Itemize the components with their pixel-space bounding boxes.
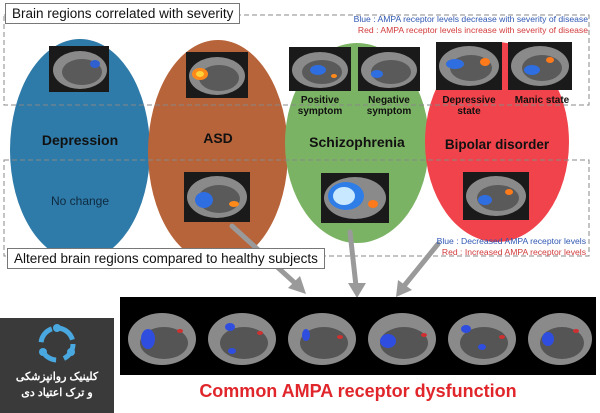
strip-scan-4 bbox=[368, 313, 436, 365]
main-conclusion-title: Common AMPA receptor dysfunction bbox=[199, 381, 517, 401]
schizo-negative-label: Negative symptom bbox=[366, 95, 412, 117]
arrow-heads bbox=[288, 276, 412, 298]
common-scan-strip bbox=[120, 297, 596, 375]
brain-scan-bipolar-manic bbox=[508, 42, 572, 90]
bipolar-oval bbox=[425, 42, 569, 242]
bipolar-manic-label: Manic state bbox=[514, 95, 570, 106]
brain-scan-bipolar-bottom bbox=[463, 172, 529, 220]
schizophrenia-title: Schizophrenia bbox=[309, 134, 405, 150]
clinic-logo: کلینیک روانپزشکی و ترک اعتیاد دی bbox=[0, 318, 114, 413]
bipolar-title: Bipolar disorder bbox=[444, 137, 550, 152]
top-legend-blue: Blue : AMPA receptor levels decrease wit… bbox=[353, 14, 588, 24]
strip-scan-6 bbox=[528, 313, 592, 365]
bipolar-depressive-label: Depressive state bbox=[442, 95, 496, 117]
brain-scan-depression bbox=[49, 46, 109, 92]
bottom-box-title: Altered brain regions compared to health… bbox=[7, 248, 325, 269]
brain-scan-bipolar-depressive bbox=[436, 42, 502, 90]
clinic-logo-emblem bbox=[38, 324, 76, 363]
asd-title: ASD bbox=[203, 130, 233, 146]
brain-scan-asd-top bbox=[186, 52, 248, 98]
depression-oval bbox=[10, 39, 150, 261]
clinic-logo-line2: و ترک اعتیاد دی bbox=[21, 387, 93, 399]
bottom-dashed-box bbox=[3, 159, 590, 257]
bottom-legend-blue: Blue : Decreased AMPA receptor levels bbox=[436, 236, 586, 246]
top-box-title: Brain regions correlated with severity bbox=[5, 3, 241, 24]
strip-scan-3 bbox=[288, 313, 356, 365]
brain-scan-schizo-positive bbox=[289, 47, 351, 91]
brain-scan-schizo-bottom bbox=[321, 173, 389, 223]
brain-scan-asd-bottom bbox=[184, 172, 250, 222]
strip-scan-2 bbox=[208, 313, 276, 365]
top-legend: Blue : AMPA receptor levels decrease wit… bbox=[354, 14, 588, 36]
brain-scan-schizo-negative bbox=[358, 47, 420, 91]
clinic-logo-line1: کلینیک روانپزشکی bbox=[15, 371, 99, 383]
scan-strip-images bbox=[128, 313, 592, 365]
depression-title: Depression bbox=[41, 132, 119, 148]
schizo-positive-label: Positive symptom bbox=[297, 95, 343, 117]
strip-scan-5 bbox=[448, 313, 516, 365]
top-legend-red: Red : AMPA receptor levels increase with… bbox=[357, 25, 588, 35]
bottom-legend-red: Red : Increased AMPA receptor levels bbox=[441, 247, 586, 257]
strip-scan-1 bbox=[128, 313, 196, 365]
depression-no-change: No change bbox=[50, 194, 110, 208]
bottom-legend: Blue : Decreased AMPA receptor levels Re… bbox=[437, 236, 586, 258]
asd-oval bbox=[148, 40, 288, 264]
top-dashed-box bbox=[3, 14, 590, 106]
